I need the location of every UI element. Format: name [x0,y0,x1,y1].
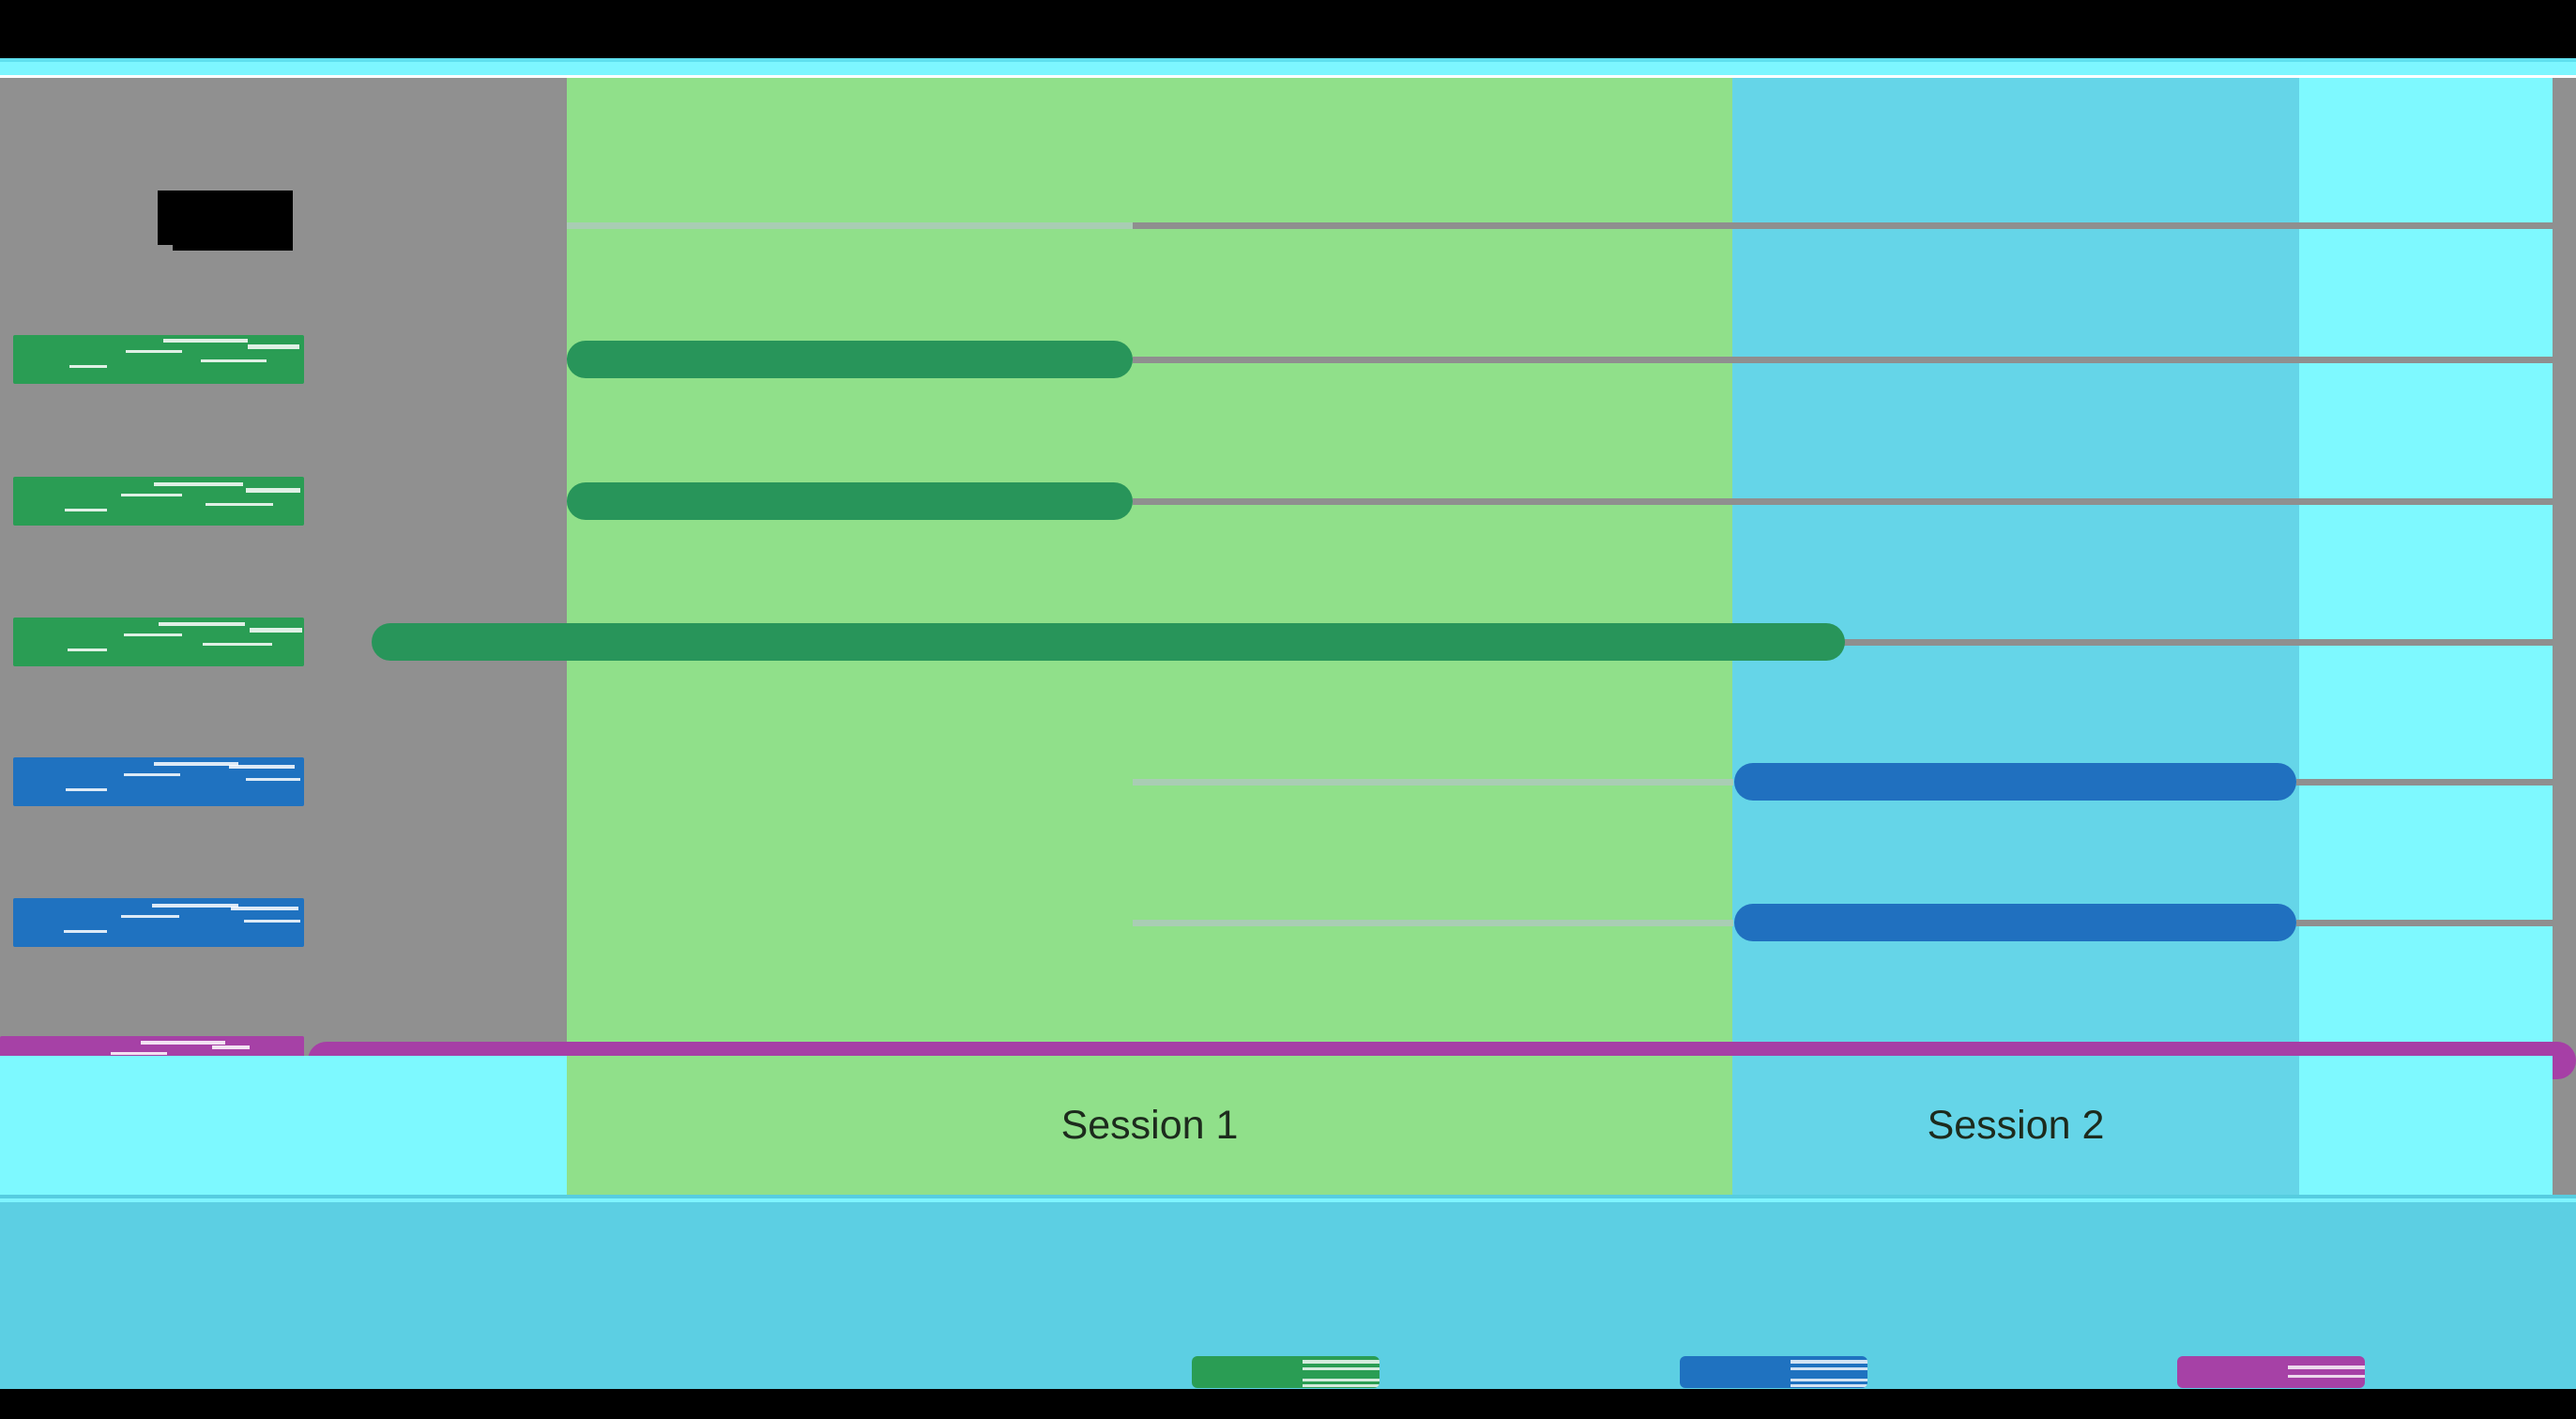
gantt-bar-series-a[interactable] [567,341,1133,378]
gantt-bar-series-a[interactable] [567,482,1133,520]
footer-black-margin [0,1389,2576,1419]
row-rule [1133,920,1733,926]
row-rule [1133,498,2553,505]
gantt-bar-series-b[interactable] [1734,763,2296,801]
session-label-bg-1 [567,1056,1732,1195]
row-rule [1133,779,1733,786]
session-label-bg-3 [2299,1056,2553,1195]
row-label-redacted [13,335,304,384]
header-strip [0,62,2576,75]
row-label-redacted [13,898,304,947]
legend-swatch-series-a[interactable] [1192,1356,1379,1388]
session-label-bg-0 [0,1056,567,1195]
legend-swatch-series-c[interactable] [2177,1356,2365,1388]
row-rule [1133,222,2553,229]
header-accent-line [0,58,2576,62]
session-2-label: Session 2 [1927,1103,2105,1148]
session-1-label: Session 1 [1060,1103,1239,1148]
header-divider [0,75,2576,78]
row-rule [1133,357,2553,363]
row-rule [2296,920,2553,926]
footer-divider-2 [0,1198,2576,1202]
row-rule [2296,779,2553,786]
gantt-bar-series-a[interactable] [372,623,1845,661]
row-rule [567,222,1133,229]
chart-legend [0,1351,2576,1393]
session-label-bg-2 [1732,1056,2299,1195]
session-band-3 [2299,78,2553,1195]
footer-divider-1 [0,1195,2576,1198]
gantt-bar-series-b[interactable] [1734,904,2296,941]
row-label-redacted [13,618,304,666]
plot-canvas [0,78,2576,1195]
session-label-strip: Session 1 Session 2 [0,1056,2576,1195]
row-label-redacted [13,477,304,526]
label-gutter [0,78,310,1134]
chart-title-redaction-body-2 [173,198,293,251]
row-label-redacted [13,757,304,806]
right-margin-strip [2553,78,2576,1134]
legend-swatch-series-b[interactable] [1680,1356,1867,1388]
